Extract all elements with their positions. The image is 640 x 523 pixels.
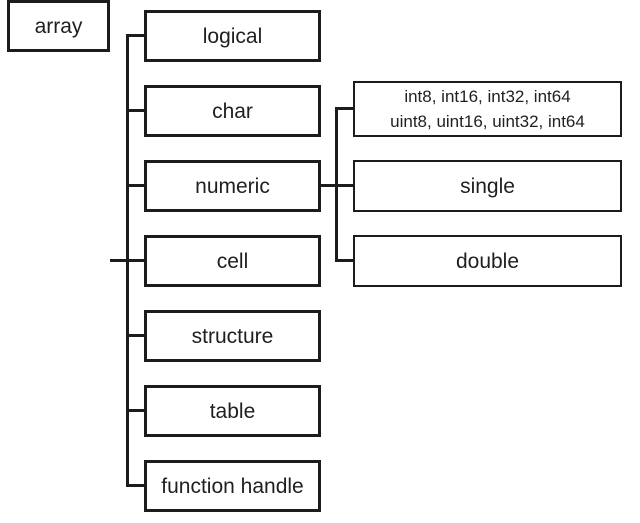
connector-stub-char [126,109,144,112]
connector-stub-double [335,259,353,262]
node-double: double [353,235,622,287]
node-structure: structure [144,310,321,362]
node-single: single [353,160,622,212]
node-cell: cell [144,235,321,287]
connector-array-to-trunk [110,259,144,262]
connector-stub-function-handle [126,484,144,487]
connector-stub-logical [126,34,144,37]
integer-types-line2: uint8, uint16, uint32, int64 [390,112,585,131]
connector-numeric-to-trunk [320,184,353,187]
connector-stub-table [126,409,144,412]
integer-types-line1: int8, int16, int32, int64 [404,87,571,106]
node-integer-types: int8, int16, int32, int64 uint8, uint16,… [353,81,622,137]
node-table: table [144,385,321,437]
node-char: char [144,85,321,137]
connector-stub-numeric [126,184,144,187]
connector-stub-structure [126,334,144,337]
node-numeric: numeric [144,160,321,212]
node-logical: logical [144,10,321,62]
node-function-handle: function handle [144,460,321,512]
connector-stub-integer-types [335,107,353,110]
node-array: array [7,0,110,52]
